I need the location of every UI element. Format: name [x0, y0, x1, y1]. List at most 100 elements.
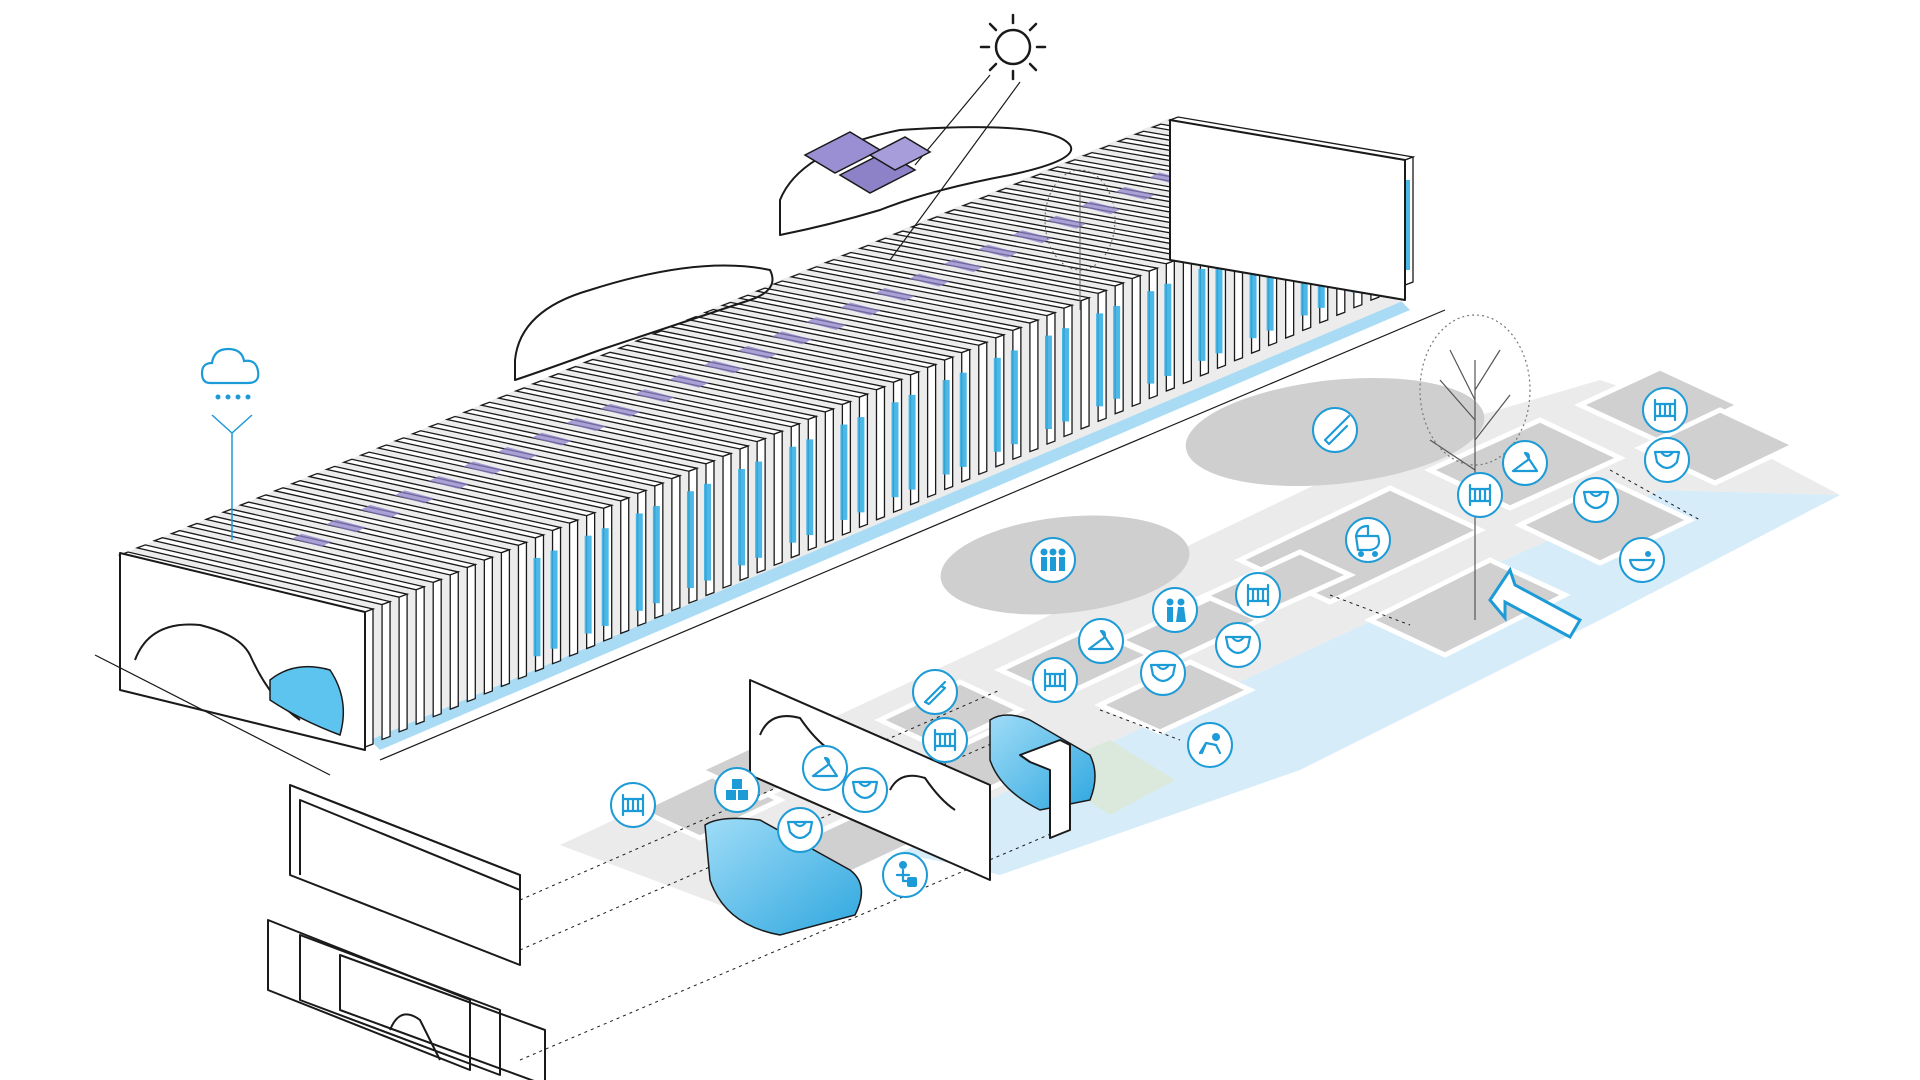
family-icon: [1030, 537, 1076, 583]
rooftop-loop-handrail: [779, 126, 1073, 236]
sun-icon: [979, 13, 1047, 81]
solar-panel: [634, 389, 675, 403]
glazing-block: [908, 394, 916, 490]
diaper-icon: [1644, 437, 1690, 483]
glass-pod: [704, 817, 863, 936]
solar-panel: [463, 461, 504, 475]
entrance-arrow-icon: [1488, 566, 1583, 640]
glazing-block: [1215, 261, 1223, 354]
dimension-lines: [94, 309, 1446, 776]
baby-bath-icon: [1619, 537, 1665, 583]
glazing-block: [1044, 335, 1052, 430]
fin-face: [1080, 296, 1090, 430]
rooftop-loop-handrail: [514, 264, 774, 381]
solar-panel: [771, 331, 812, 345]
glazing-block: [533, 557, 541, 657]
fin-face: [398, 593, 408, 733]
hanger-icon: [1502, 440, 1548, 486]
exploded-frame-elements: [267, 784, 546, 1080]
glass-base-strip: [370, 300, 1410, 750]
glazing-block: [857, 417, 865, 513]
solar-panel-cluster: [803, 131, 932, 194]
crayon-icon: [912, 669, 958, 715]
glazing-block: [1403, 180, 1410, 270]
fin-face: [978, 341, 988, 476]
fin-face: [1131, 274, 1141, 408]
fin-face: [449, 571, 459, 711]
solar-panel: [909, 273, 950, 287]
fin-face: [1182, 252, 1193, 385]
glazing-block: [1164, 283, 1172, 377]
glazing-block: [1198, 268, 1206, 361]
crib-icon: [1457, 472, 1503, 518]
fin-face: [415, 585, 425, 726]
glazing-block: [993, 357, 1001, 452]
hanger-icon: [1078, 618, 1124, 664]
solar-panel: [737, 345, 778, 359]
solar-panel: [325, 519, 366, 533]
glazing-block: [755, 461, 763, 558]
fin-face: [875, 385, 886, 521]
glazing-block: [942, 380, 950, 475]
fin-face: [432, 578, 442, 718]
solar-panel: [1046, 215, 1087, 229]
rain-cloud-icon: [200, 347, 260, 540]
solar-panel: [291, 533, 332, 547]
solar-panel: [531, 432, 572, 446]
glazing-block: [1266, 239, 1274, 331]
glazing-block: [1113, 305, 1121, 399]
fin-face: [773, 430, 783, 567]
main-building-structure: [117, 116, 1416, 751]
fin-face: [1029, 319, 1039, 453]
glazing-block: [840, 424, 848, 520]
fin-face: [364, 608, 374, 748]
baby-bottle-icon: [1312, 407, 1358, 453]
crawling-baby-icon: [1187, 722, 1233, 768]
solar-panel: [943, 259, 984, 273]
crib-icon: [1235, 572, 1281, 618]
diaper-icon: [1215, 622, 1261, 668]
glazing-block: [891, 402, 899, 498]
solar-panel: [703, 360, 744, 374]
solar-panel: [600, 403, 641, 417]
glazing-block: [806, 439, 814, 536]
diaper-icon: [842, 767, 888, 813]
crib-icon: [610, 782, 656, 828]
solar-panel: [566, 418, 607, 432]
solar-panel: [394, 490, 435, 504]
glazing-block: [1062, 328, 1070, 422]
solar-panel: [840, 302, 881, 316]
fin-face: [466, 563, 476, 703]
solar-panel: [806, 316, 847, 330]
end-frame-back: [1169, 119, 1406, 301]
solar-panel: [360, 504, 401, 518]
fin-face: [517, 541, 528, 680]
glazing-block: [789, 446, 797, 543]
diaper-icon: [1573, 477, 1619, 523]
glazing-block: [652, 506, 660, 604]
fin-face: [926, 363, 937, 499]
glazing-block: [738, 468, 746, 566]
glazing-block: [1096, 313, 1104, 407]
hanger-icon: [802, 745, 848, 791]
crib-icon: [1642, 387, 1688, 433]
glazing-block: [584, 535, 592, 634]
fin-face: [568, 519, 579, 658]
tree-roof: [1044, 169, 1116, 310]
fin-face: [500, 548, 511, 688]
stroller-icon: [1345, 517, 1391, 563]
solar-panel: [668, 374, 709, 388]
glass-pod: [269, 665, 345, 736]
seated-person-icon: [882, 852, 928, 898]
solar-panel: [1012, 230, 1053, 244]
solar-panel: [428, 475, 469, 489]
column: [1019, 739, 1071, 839]
glazing-block: [1147, 291, 1155, 384]
glazing-block: [1249, 246, 1257, 339]
toy-blocks-icon: [714, 767, 760, 813]
grey-tile: [1364, 557, 1571, 658]
solar-panel: [1080, 201, 1121, 215]
fin-face: [381, 600, 391, 741]
fin-face: [722, 452, 732, 589]
